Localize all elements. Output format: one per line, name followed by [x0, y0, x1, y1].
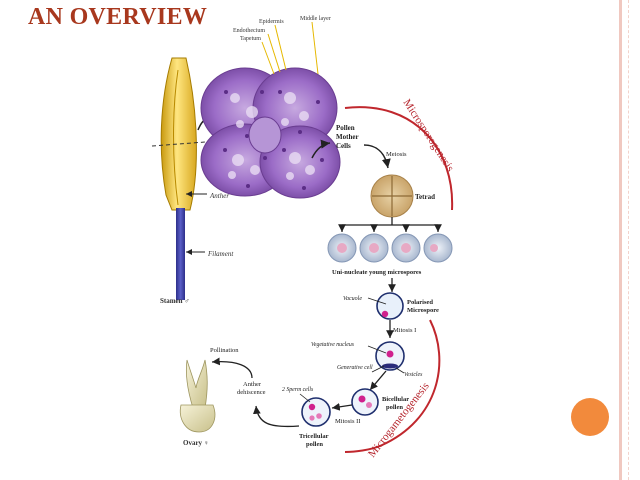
bicellular-pollen-label: Bicellular pollen	[382, 396, 411, 411]
microgametogenesis-arc	[344, 319, 441, 453]
slide-title: AN OVERVIEW	[28, 4, 208, 30]
vacuolated-pollen	[375, 341, 405, 371]
filament-label: Filament	[207, 250, 234, 258]
meiosis-arrow	[363, 144, 391, 169]
middle-layer-label: Middle layer	[300, 16, 331, 22]
tetrad-branch-lines	[338, 217, 442, 232]
sperm-cells-pointer	[299, 393, 311, 403]
vacuole-pointer	[367, 297, 387, 305]
microgametogenesis-label: Microgametogenesis	[366, 380, 432, 460]
young-microspores-label: Uni-nucleate young microspores	[332, 269, 422, 276]
microsporogenesis-arc	[344, 106, 454, 211]
stamen-caption: Stamen ♂	[160, 297, 190, 305]
tricellular-pollen	[301, 397, 331, 427]
sperm-cells-label: 2 Sperm cells	[282, 387, 314, 393]
tricellular-pollen-label: Tricellular pollen	[299, 433, 330, 448]
slide-border-rule	[619, 0, 622, 480]
vacuole-label: Vacuole	[343, 296, 362, 302]
dehiscence-arrow	[252, 405, 300, 428]
pollen-mother-cells-label: Pollen Mother Cells	[336, 124, 360, 150]
generative-cell-pointer	[371, 365, 385, 373]
anther-cross-section	[200, 67, 341, 199]
vesicles-pointer	[395, 367, 405, 374]
vesicles-label: Vesicles	[404, 372, 423, 378]
mitosis-2-arrow	[331, 402, 353, 411]
stamen-illustration	[151, 57, 233, 300]
epidermis-label: Epidermis	[259, 19, 284, 25]
slide-decoration-circle	[571, 398, 609, 436]
ovary-illustration	[179, 359, 216, 433]
slide-border-dotted-rule	[628, 0, 629, 480]
mitosis-1-label: Mitosis I	[393, 327, 416, 334]
tetrad-label: Tetrad	[415, 193, 435, 201]
vegetative-nucleus-pointer	[367, 345, 387, 354]
anther-layer-pointers	[261, 21, 319, 75]
vegetative-nucleus-label: Vegetative nucleus	[311, 342, 355, 348]
pollination-label: Pollination	[210, 347, 239, 354]
anther-dehiscence-label: Anther dehiscence	[237, 381, 266, 396]
anther-label: Anther	[209, 192, 229, 200]
tapetum-label: Tapetum	[240, 36, 261, 42]
ovary-caption: Ovary ♀	[183, 439, 209, 447]
pollination-arrow	[211, 357, 253, 379]
polarised-microspore-label: Polarised Microspore	[407, 299, 439, 314]
endothecium-label: Endothecium	[233, 28, 265, 34]
generative-cell-label: Generative cell	[337, 365, 373, 371]
tetrad-illustration	[370, 174, 414, 218]
bicellular-pollen	[351, 388, 379, 416]
to-bicellular-arrow	[369, 370, 387, 391]
meiosis-label: Meiosis	[386, 151, 407, 158]
pmc-arrow	[311, 139, 331, 159]
young-microspores	[327, 233, 453, 263]
mitosis-2-label: Mitosis II	[335, 418, 360, 425]
microsporogenesis-label: Microsporogenesis	[400, 97, 456, 174]
polarised-microspore	[376, 292, 404, 320]
